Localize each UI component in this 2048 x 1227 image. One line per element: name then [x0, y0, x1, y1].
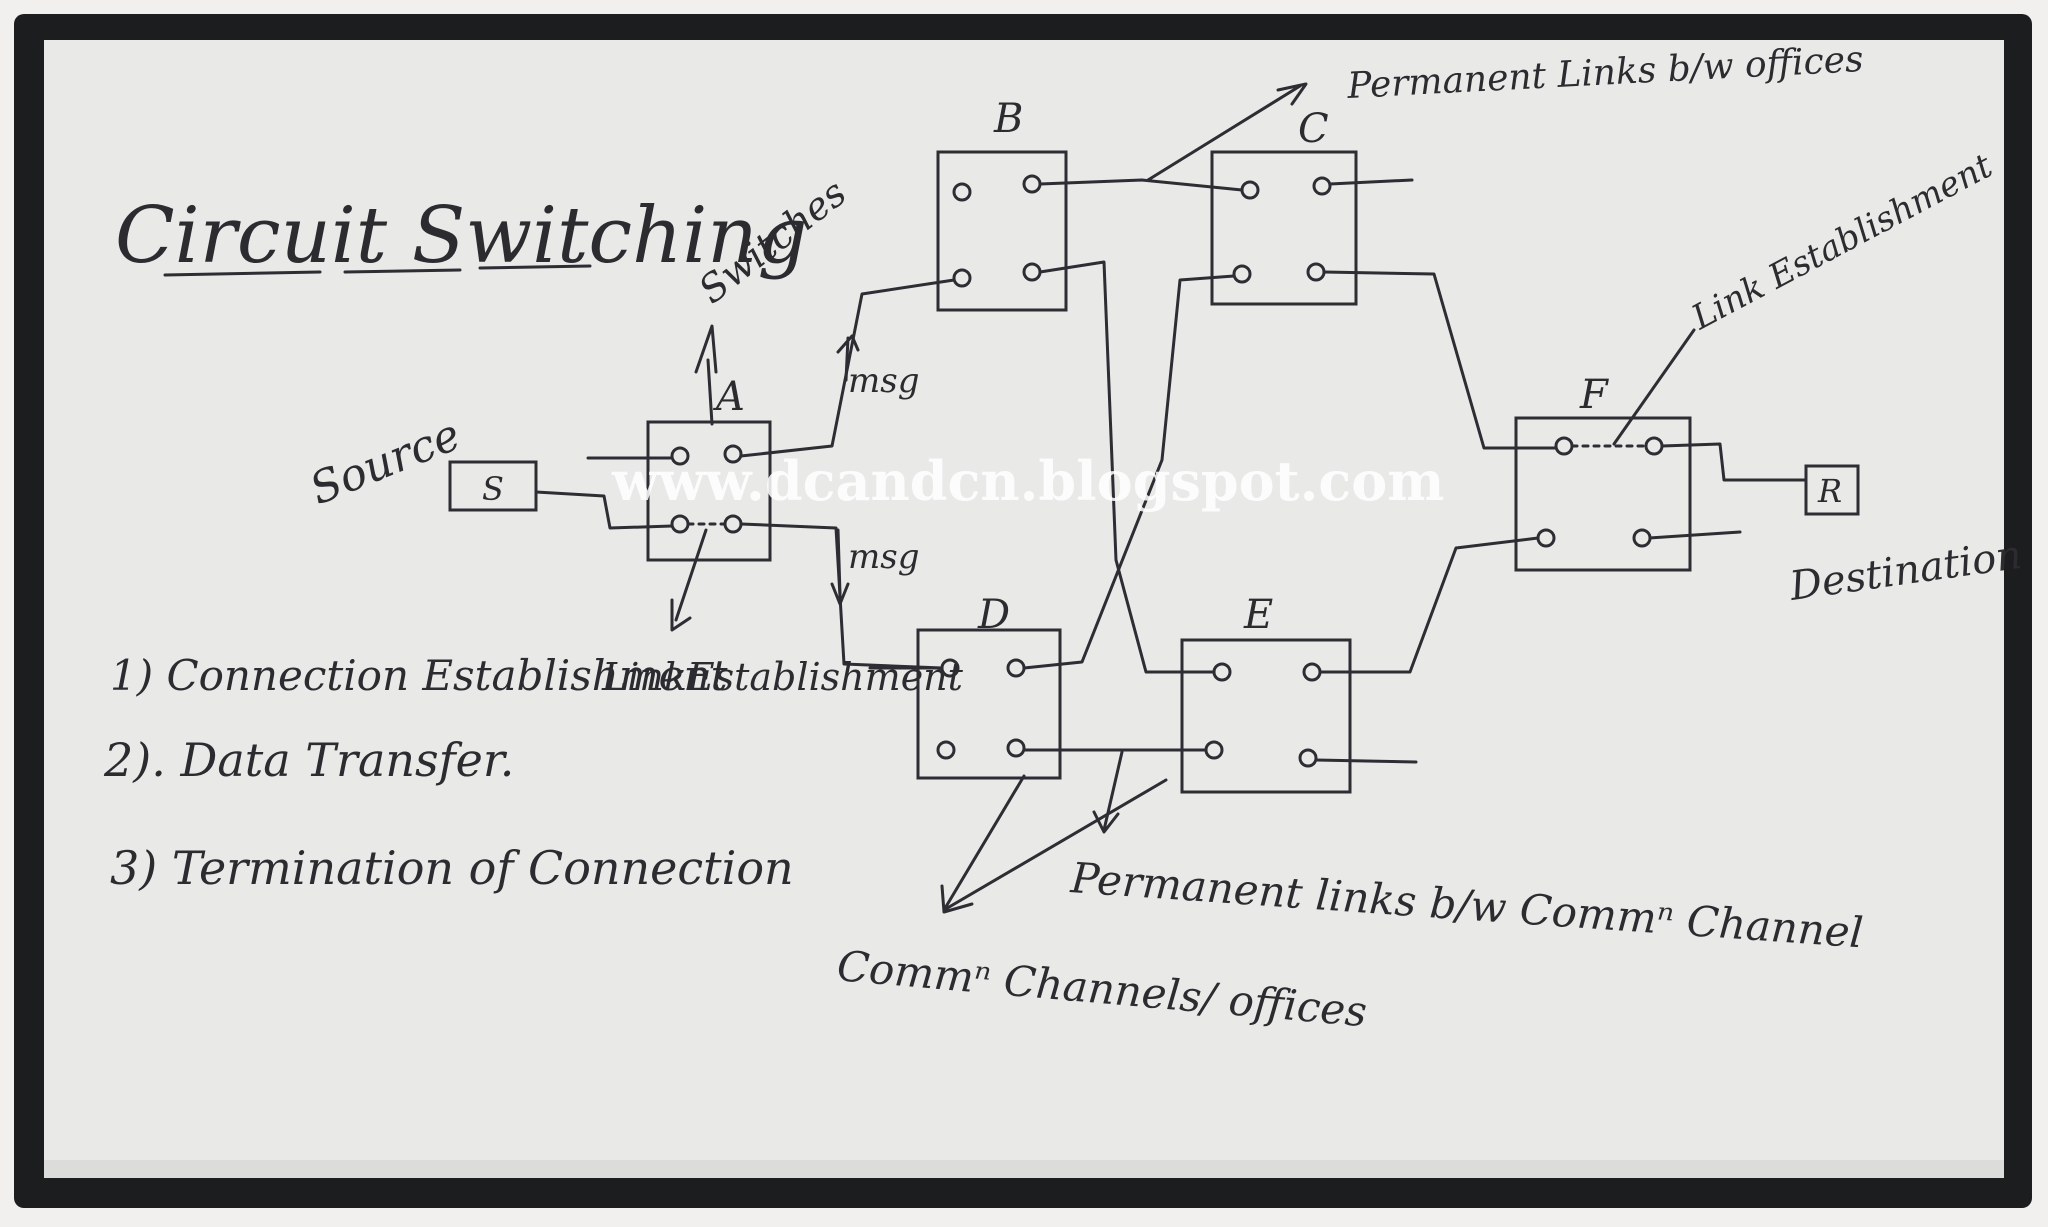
msg-label-bottom: msg [848, 537, 919, 577]
destination-node [1804, 464, 1860, 516]
switch-b [936, 150, 1068, 312]
switch-e [1180, 638, 1352, 794]
switch-f [1514, 416, 1692, 572]
title-underline [163, 264, 592, 277]
step-2: 2). Data Transfer. [103, 733, 514, 787]
switch-e-label: E [1243, 592, 1273, 638]
blog-watermark: www.dcandcn.blogspot.com [611, 449, 1444, 513]
switch-a-label: A [712, 374, 745, 420]
step-1: 1) Connection Establishment [110, 651, 728, 700]
switch-a [646, 420, 772, 562]
board-surface [44, 40, 2004, 1178]
step-3: 3) Termination of Connection [110, 841, 794, 895]
switch-c-label: C [1298, 106, 1329, 152]
switch-d [916, 628, 1062, 780]
switch-c [1210, 150, 1358, 306]
msg-label-top: msg [848, 361, 919, 401]
board-tray [44, 1160, 2004, 1178]
switch-d-label: D [977, 592, 1010, 638]
annotation-arrows [670, 82, 1696, 914]
switch-b-label: B [993, 96, 1023, 142]
source-node [448, 460, 538, 512]
destination-node-label: R [1817, 472, 1842, 510]
source-node-label: S [482, 470, 504, 508]
diagram-title: Circuit Switching [115, 191, 807, 281]
link-establishment-a-label: LinkEstablishment [601, 655, 964, 699]
switch-f-label: F [1579, 372, 1609, 418]
